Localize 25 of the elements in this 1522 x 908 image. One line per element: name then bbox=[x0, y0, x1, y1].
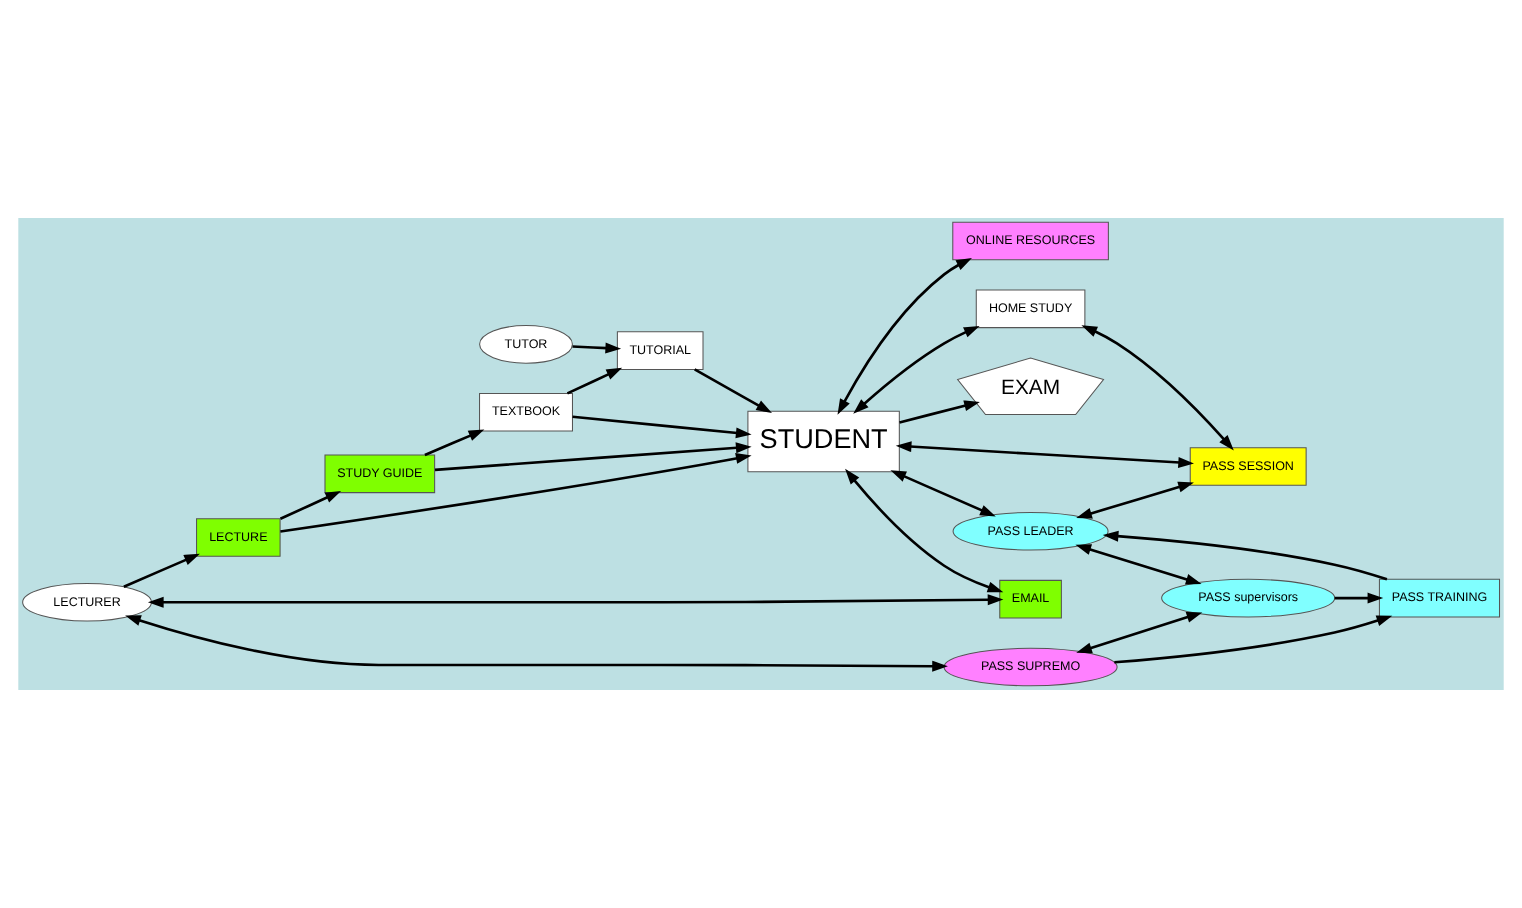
arrow bbox=[1081, 325, 1234, 451]
arrow bbox=[853, 325, 980, 414]
arrow bbox=[1076, 612, 1203, 654]
arrow bbox=[147, 594, 1004, 608]
arrow bbox=[895, 441, 1194, 468]
node-box: STUDENT bbox=[747, 410, 900, 473]
arrow bbox=[899, 400, 980, 424]
arrow bbox=[1075, 544, 1202, 585]
arrow bbox=[1334, 592, 1384, 604]
arrow bbox=[566, 367, 623, 395]
arrow bbox=[572, 415, 752, 439]
arrow bbox=[845, 468, 1004, 593]
arrow bbox=[280, 453, 752, 533]
arrow bbox=[434, 442, 752, 472]
arrow bbox=[279, 491, 342, 520]
arrow bbox=[572, 342, 622, 354]
arrow bbox=[125, 615, 948, 672]
arrow bbox=[694, 368, 772, 413]
arrow bbox=[837, 258, 972, 415]
arrow bbox=[424, 429, 485, 457]
arrow bbox=[1102, 530, 1388, 581]
arrow bbox=[123, 553, 200, 588]
arrow bbox=[1076, 481, 1194, 519]
arrow bbox=[890, 470, 996, 517]
arrow bbox=[1114, 615, 1393, 664]
